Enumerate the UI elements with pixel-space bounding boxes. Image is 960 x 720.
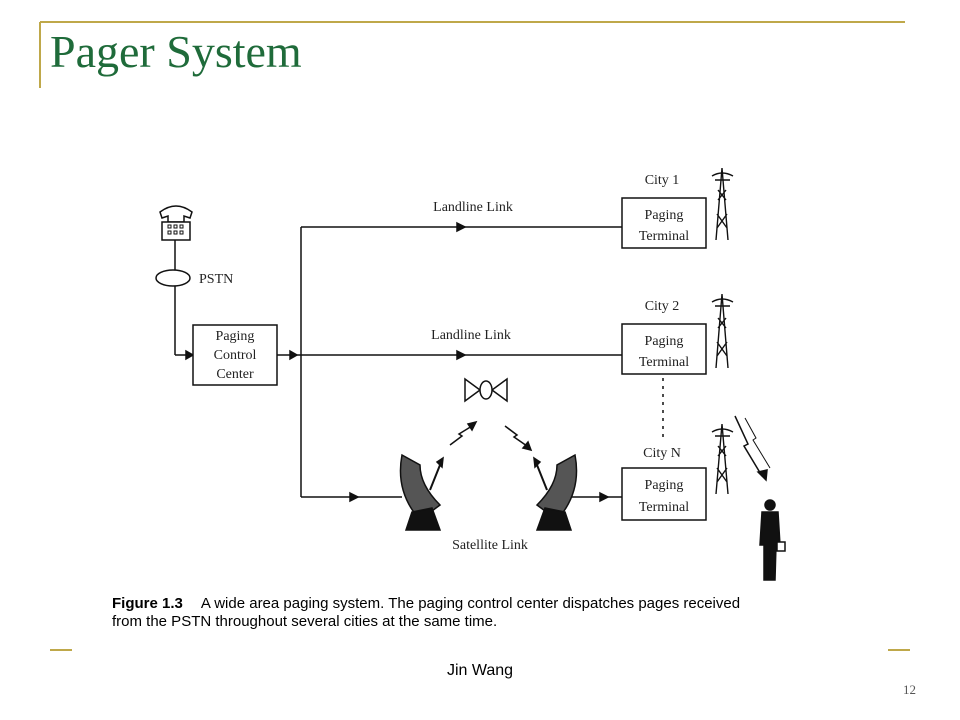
pager-signal-icon (734, 415, 763, 477)
downlink-signal-icon (504, 425, 528, 447)
city-n-terminal-box (621, 467, 707, 521)
figure-caption-label: Figure 1.3 (112, 595, 183, 612)
figure-caption-line-2: from the PSTN throughout several cities … (112, 613, 497, 630)
satellite-dish-left-icon (399, 453, 444, 531)
page-number: 12 (903, 682, 916, 697)
tower-city-1-icon (711, 167, 734, 241)
city-1-terminal-label-line-2: Terminal (639, 229, 689, 244)
control-center-box (192, 324, 278, 386)
pstn-cloud-icon (155, 269, 191, 287)
frame-decoration (39, 21, 910, 651)
landline-link-2-label: Landline Link (431, 328, 511, 343)
slide-title: Pager System (50, 26, 302, 77)
city-2-terminal-box (621, 323, 707, 375)
city-n-terminal-label-line-2: Terminal (639, 500, 689, 515)
satellite-dish-right-icon (533, 453, 578, 531)
city-2-terminal-label-line-2: Terminal (639, 355, 689, 370)
city-n-label: City N (643, 446, 681, 461)
control-center-label-line-2: Control (214, 348, 257, 363)
control-center-label-line-1: Paging (216, 329, 255, 344)
city-1-label: City 1 (645, 173, 680, 188)
tower-city-2-icon (711, 293, 734, 369)
telephone-icon (159, 205, 193, 241)
city-2-terminal-label-line-1: Paging (645, 334, 684, 349)
city-2-label: City 2 (645, 299, 680, 314)
tower-city-n-icon (711, 423, 734, 495)
paging-diagram (155, 167, 786, 581)
uplink-signal-icon (449, 425, 473, 446)
pstn-label: PSTN (199, 272, 233, 287)
satellite-link-label: Satellite Link (452, 538, 528, 553)
footer-author: Jin Wang (446, 662, 514, 679)
landline-link-1-label: Landline Link (433, 200, 513, 215)
satellite-icon (464, 377, 508, 403)
city-n-terminal-label-line-1: Paging (645, 478, 684, 493)
figure-caption-text-1: A wide area paging system. The paging co… (201, 595, 740, 612)
figure-caption-line-1: Figure 1.3 A wide area paging system. Th… (112, 595, 740, 612)
city-1-terminal-box (621, 197, 707, 249)
city-1-terminal-label-line-1: Paging (645, 208, 684, 223)
control-center-label-line-3: Center (216, 367, 254, 382)
person-with-pager-icon (759, 499, 786, 581)
